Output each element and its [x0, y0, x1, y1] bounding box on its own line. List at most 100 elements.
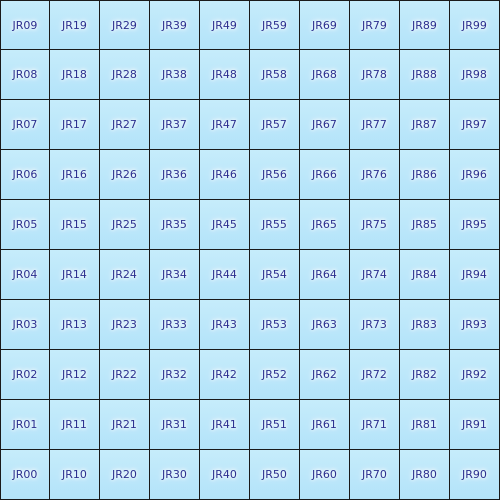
grid-cell[interactable]: JR27	[100, 100, 150, 150]
grid-cell[interactable]: JR61	[300, 400, 350, 450]
grid-cell[interactable]: JR15	[50, 200, 100, 250]
grid-cell[interactable]: JR51	[250, 400, 300, 450]
grid-cell[interactable]: JR84	[400, 250, 450, 300]
grid-cell[interactable]: JR31	[150, 400, 200, 450]
grid-cell[interactable]: JR86	[400, 150, 450, 200]
grid-cell[interactable]: JR63	[300, 300, 350, 350]
grid-cell[interactable]: JR79	[350, 0, 400, 50]
grid-cell[interactable]: JR03	[0, 300, 50, 350]
grid-cell[interactable]: JR28	[100, 50, 150, 100]
grid-cell[interactable]: JR64	[300, 250, 350, 300]
grid-cell[interactable]: JR18	[50, 50, 100, 100]
grid-cell[interactable]: JR81	[400, 400, 450, 450]
grid-cell[interactable]: JR11	[50, 400, 100, 450]
grid-cell[interactable]: JR24	[100, 250, 150, 300]
grid-cell[interactable]: JR52	[250, 350, 300, 400]
grid-cell[interactable]: JR40	[200, 450, 250, 500]
grid-cell[interactable]: JR92	[450, 350, 500, 400]
grid-cell[interactable]: JR58	[250, 50, 300, 100]
grid-cell[interactable]: JR35	[150, 200, 200, 250]
grid-cell[interactable]: JR68	[300, 50, 350, 100]
grid-cell[interactable]: JR26	[100, 150, 150, 200]
grid-cell[interactable]: JR59	[250, 0, 300, 50]
grid-cell[interactable]: JR99	[450, 0, 500, 50]
grid-cell[interactable]: JR82	[400, 350, 450, 400]
grid-cell[interactable]: JR90	[450, 450, 500, 500]
grid-cell[interactable]: JR12	[50, 350, 100, 400]
grid-cell[interactable]: JR21	[100, 400, 150, 450]
grid-cell[interactable]: JR44	[200, 250, 250, 300]
grid-cell[interactable]: JR53	[250, 300, 300, 350]
grid-cell[interactable]: JR49	[200, 0, 250, 50]
grid-cell[interactable]: JR10	[50, 450, 100, 500]
grid-cell[interactable]: JR48	[200, 50, 250, 100]
grid-cell[interactable]: JR13	[50, 300, 100, 350]
grid-cell[interactable]: JR55	[250, 200, 300, 250]
grid-cell[interactable]: JR78	[350, 50, 400, 100]
grid-cell[interactable]: JR97	[450, 100, 500, 150]
grid-cell[interactable]: JR32	[150, 350, 200, 400]
grid-cell[interactable]: JR05	[0, 200, 50, 250]
grid-cell[interactable]: JR07	[0, 100, 50, 150]
grid-cell[interactable]: JR69	[300, 0, 350, 50]
grid-cell[interactable]: JR22	[100, 350, 150, 400]
grid-cell[interactable]: JR41	[200, 400, 250, 450]
grid-cell[interactable]: JR56	[250, 150, 300, 200]
grid-cell[interactable]: JR96	[450, 150, 500, 200]
grid-cell[interactable]: JR54	[250, 250, 300, 300]
grid-cell[interactable]: JR89	[400, 0, 450, 50]
grid-cell[interactable]: JR57	[250, 100, 300, 150]
grid-cell[interactable]: JR70	[350, 450, 400, 500]
grid-cell[interactable]: JR50	[250, 450, 300, 500]
grid-cell[interactable]: JR91	[450, 400, 500, 450]
grid-cell[interactable]: JR20	[100, 450, 150, 500]
grid-cell[interactable]: JR65	[300, 200, 350, 250]
grid-cell[interactable]: JR88	[400, 50, 450, 100]
grid-cell[interactable]: JR83	[400, 300, 450, 350]
grid-cell[interactable]: JR01	[0, 400, 50, 450]
grid-cell[interactable]: JR17	[50, 100, 100, 150]
grid-cell[interactable]: JR08	[0, 50, 50, 100]
grid-cell[interactable]: JR42	[200, 350, 250, 400]
grid-cell[interactable]: JR74	[350, 250, 400, 300]
grid-cell[interactable]: JR80	[400, 450, 450, 500]
grid-cell[interactable]: JR02	[0, 350, 50, 400]
grid-cell[interactable]: JR29	[100, 0, 150, 50]
grid-cell[interactable]: JR62	[300, 350, 350, 400]
grid-cell[interactable]: JR39	[150, 0, 200, 50]
grid-cell[interactable]: JR60	[300, 450, 350, 500]
grid-cell[interactable]: JR95	[450, 200, 500, 250]
grid-cell[interactable]: JR04	[0, 250, 50, 300]
grid-cell[interactable]: JR25	[100, 200, 150, 250]
grid-cell[interactable]: JR75	[350, 200, 400, 250]
grid-cell[interactable]: JR00	[0, 450, 50, 500]
grid-cell[interactable]: JR37	[150, 100, 200, 150]
grid-cell[interactable]: JR19	[50, 0, 100, 50]
grid-cell[interactable]: JR33	[150, 300, 200, 350]
grid-cell[interactable]: JR73	[350, 300, 400, 350]
grid-cell[interactable]: JR09	[0, 0, 50, 50]
grid-cell[interactable]: JR43	[200, 300, 250, 350]
grid-cell[interactable]: JR30	[150, 450, 200, 500]
grid-cell[interactable]: JR85	[400, 200, 450, 250]
grid-cell[interactable]: JR87	[400, 100, 450, 150]
grid-cell[interactable]: JR36	[150, 150, 200, 200]
grid-cell[interactable]: JR94	[450, 250, 500, 300]
grid-cell[interactable]: JR67	[300, 100, 350, 150]
grid-cell[interactable]: JR93	[450, 300, 500, 350]
grid-cell[interactable]: JR14	[50, 250, 100, 300]
grid-cell[interactable]: JR47	[200, 100, 250, 150]
grid-cell[interactable]: JR16	[50, 150, 100, 200]
grid-cell[interactable]: JR34	[150, 250, 200, 300]
grid-cell[interactable]: JR45	[200, 200, 250, 250]
grid-cell[interactable]: JR77	[350, 100, 400, 150]
grid-cell[interactable]: JR66	[300, 150, 350, 200]
grid-cell[interactable]: JR23	[100, 300, 150, 350]
grid-cell[interactable]: JR06	[0, 150, 50, 200]
grid-cell[interactable]: JR46	[200, 150, 250, 200]
grid-cell[interactable]: JR72	[350, 350, 400, 400]
grid-cell[interactable]: JR76	[350, 150, 400, 200]
grid-cell[interactable]: JR71	[350, 400, 400, 450]
grid-cell[interactable]: JR98	[450, 50, 500, 100]
grid-cell[interactable]: JR38	[150, 50, 200, 100]
